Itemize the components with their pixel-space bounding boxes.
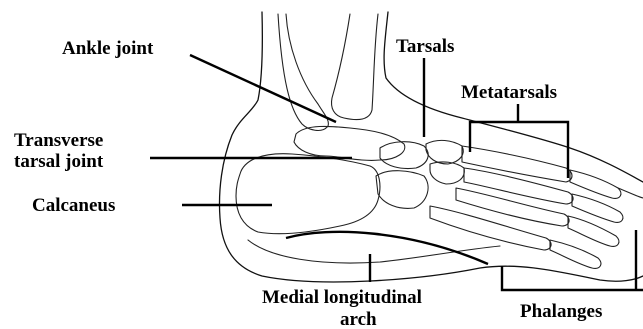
toe-tip	[618, 188, 643, 198]
tibia	[332, 14, 379, 120]
navicular	[380, 142, 428, 169]
label-transverse-line2: tarsal joint	[14, 151, 104, 172]
label-metatarsals: Metatarsals	[461, 82, 557, 103]
phalanx-3	[568, 216, 619, 246]
sole-inner	[248, 240, 500, 263]
metatarsal-1	[462, 146, 572, 182]
metatarsal-4	[430, 206, 551, 250]
label-medial-line1: Medial longitudinal	[262, 287, 422, 308]
label-ankle-joint: Ankle joint	[62, 38, 154, 59]
leader-ankle-joint	[190, 55, 336, 122]
leader-lines	[150, 55, 643, 290]
cuneiform-2	[430, 162, 464, 184]
cuneiform-1	[426, 140, 463, 164]
labels: Ankle joint Tarsals Metatarsals Transver…	[14, 36, 602, 329]
cuboid	[376, 171, 428, 209]
label-tarsals: Tarsals	[396, 36, 454, 57]
label-phalanges: Phalanges	[520, 301, 602, 322]
label-medial-line2: arch	[340, 309, 377, 329]
phalanx-1	[570, 170, 621, 198]
fibula	[278, 14, 328, 130]
metatarsal-3	[456, 188, 569, 226]
medial-arch-curve	[286, 232, 488, 264]
label-transverse-line1: Transverse	[14, 130, 103, 151]
phalanx-4	[550, 240, 601, 268]
label-calcaneus: Calcaneus	[32, 195, 115, 216]
calcaneus-bone	[236, 154, 380, 234]
leader-phalanges	[502, 266, 643, 290]
